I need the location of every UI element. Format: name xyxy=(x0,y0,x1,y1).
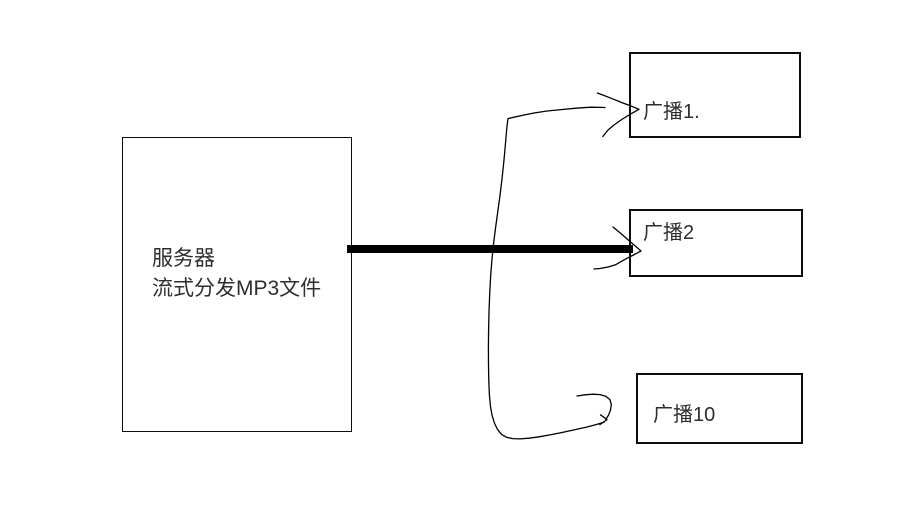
broadcast2-label: 广播2 xyxy=(643,222,695,244)
arrowhead-broadcast10-tip-icon xyxy=(599,414,608,426)
arrowhead-broadcast10-curl-icon xyxy=(576,393,612,421)
node-server: 服务器 流式分发MP3文件 xyxy=(122,137,352,432)
server-label: 服务器 流式分发MP3文件 xyxy=(152,244,321,304)
broadcast1-label: 广播1. xyxy=(643,101,700,123)
server-label-line2: 流式分发MP3文件 xyxy=(152,277,322,300)
edge-server-broadcast1-and-broadcast10-squiggle xyxy=(487,106,606,440)
server-label-line1: 服务器 xyxy=(152,247,215,270)
broadcast10-label: 广播10 xyxy=(653,404,716,426)
node-broadcast2: 广播2 xyxy=(629,209,803,277)
node-broadcast1: 广播1. xyxy=(629,52,801,138)
node-broadcast10: 广播10 xyxy=(636,373,803,444)
